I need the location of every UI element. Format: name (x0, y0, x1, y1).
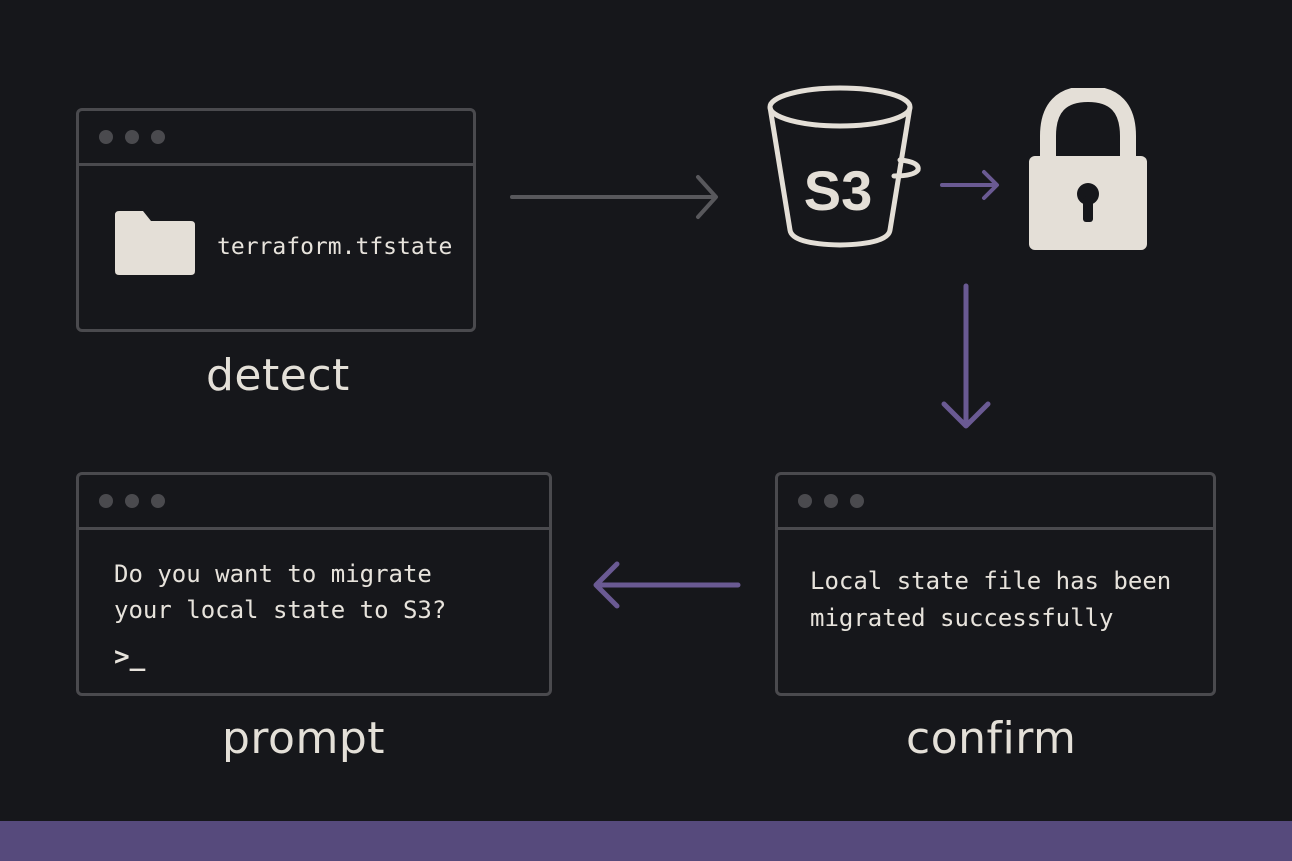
tfstate-filename: terraform.tfstate (217, 234, 453, 260)
confirm-message-line-1: Local state file has been (810, 567, 1172, 595)
confirm-message-line-2: migrated successfully (810, 604, 1114, 632)
window-dot (850, 494, 864, 508)
arrow-confirm-to-prompt (593, 561, 741, 609)
flow-arrows (510, 170, 999, 609)
window-titlebar (778, 475, 1213, 530)
lock-icon (1029, 88, 1147, 250)
window-dot (125, 494, 139, 508)
confirm-label: confirm (906, 713, 1077, 764)
s3-bucket-icon: S3 (767, 85, 921, 248)
window-dot (151, 494, 165, 508)
s3-bucket-label: S3 (804, 159, 873, 222)
detect-window: terraform.tfstate (76, 108, 476, 332)
bottom-accent-bar (0, 821, 1292, 861)
window-dot (99, 130, 113, 144)
window-titlebar (79, 111, 473, 166)
prompt-question-line-1: Do you want to migrate (114, 560, 432, 588)
window-dot (151, 130, 165, 144)
detect-label: detect (206, 350, 350, 401)
arrow-lock-to-confirm (941, 283, 991, 429)
window-dot (824, 494, 838, 508)
prompt-question-line-2: your local state to S3? (114, 596, 447, 624)
window-dot (99, 494, 113, 508)
terminal-cursor: >_ (114, 642, 146, 672)
arrow-s3-to-lock (940, 170, 999, 200)
prompt-window: Do you want to migrate your local state … (76, 472, 552, 696)
window-dot (798, 494, 812, 508)
window-dot (125, 130, 139, 144)
folder-icon (115, 211, 195, 275)
window-titlebar (79, 475, 549, 530)
arrow-detect-to-s3 (510, 175, 718, 219)
prompt-label: prompt (222, 713, 386, 764)
confirm-window: Local state file has been migrated succe… (775, 472, 1216, 696)
